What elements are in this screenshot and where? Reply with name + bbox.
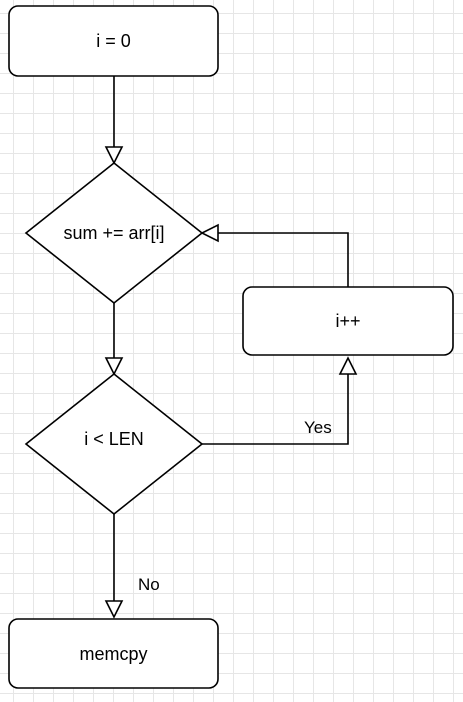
edge-compare-to-end (104, 514, 124, 619)
edge-increment-to-sum (200, 223, 349, 287)
node-init-label: i = 0 (96, 31, 131, 51)
node-sum-label: sum += arr[i] (63, 223, 164, 243)
node-compare-label: i < LEN (84, 429, 144, 449)
node-init[interactable]: i = 0 (8, 5, 219, 77)
node-sum[interactable]: sum += arr[i] (24, 161, 204, 305)
node-increment[interactable]: i++ (242, 286, 454, 356)
edge-init-to-sum (104, 76, 124, 165)
node-increment-label: i++ (335, 311, 360, 331)
node-end-label: memcpy (79, 644, 147, 664)
edge-sum-to-compare (104, 303, 124, 376)
edge-yes-label: Yes (304, 418, 332, 437)
edge-no-label: No (138, 575, 160, 594)
edge-compare-to-increment (202, 356, 358, 445)
node-compare[interactable]: i < LEN (24, 372, 204, 516)
node-end[interactable]: memcpy (8, 618, 219, 689)
